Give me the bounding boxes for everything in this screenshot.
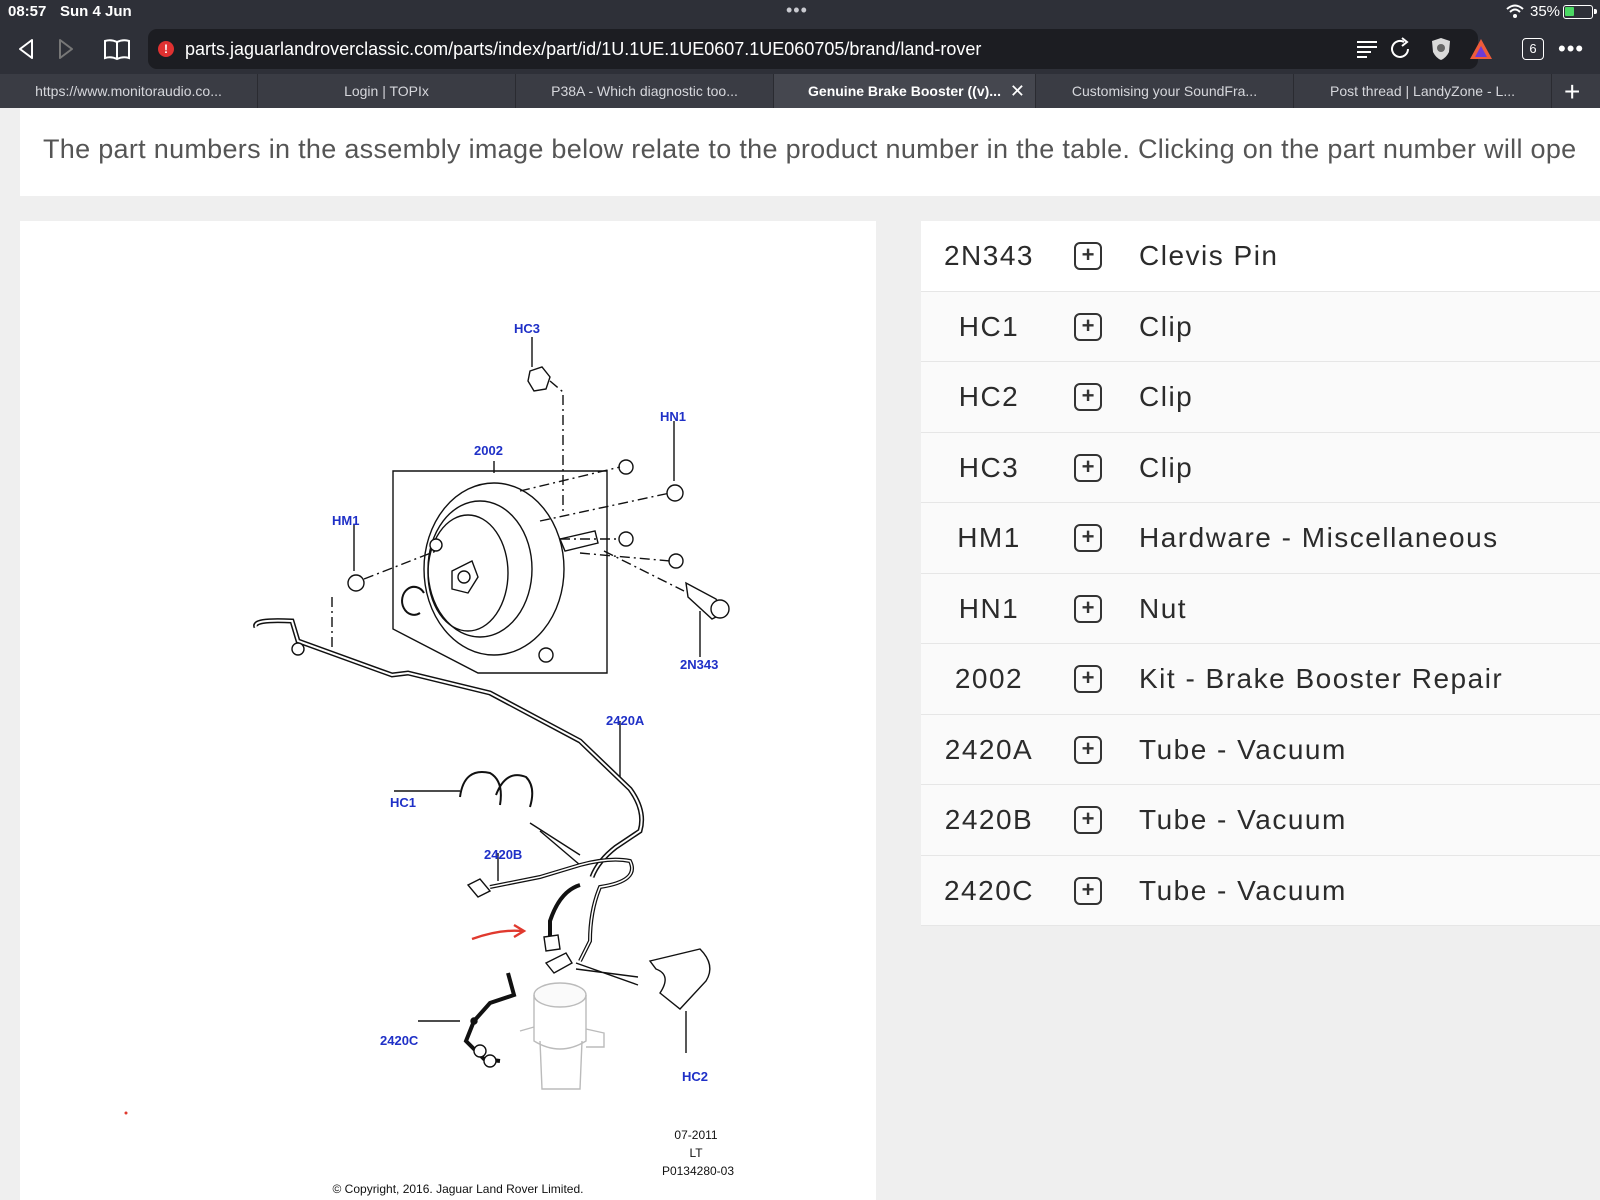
table-row[interactable]: 2420A + Tube - Vacuum [921,714,1600,785]
part-description: Clevis Pin [1139,240,1279,271]
label-hc3[interactable]: HC3 [514,321,540,336]
part-number-link[interactable]: 2002 [954,663,1024,694]
wifi-icon [1506,4,1524,18]
back-icon[interactable] [14,36,40,62]
table-row[interactable]: 2002 + Kit - Brake Booster Repair [921,644,1600,715]
part-number-link[interactable]: 2420A [944,733,1034,765]
lt-code: LT [689,1146,703,1160]
part-number-link[interactable]: HN1 [958,592,1020,624]
date-code: 07-2011 [674,1128,717,1142]
expand-plus-icon[interactable]: + [1074,312,1102,341]
label-2002[interactable]: 2002 [474,443,503,458]
tab-label: Customising your SoundFra... [1071,83,1258,99]
tab-topix[interactable]: Login | TOPIx [258,74,516,108]
tab-landyzone[interactable]: Post thread | LandyZone - L... [1294,74,1552,108]
new-tab-icon[interactable]: + [1564,76,1581,107]
table-row[interactable]: HC2 + Clip [921,362,1600,433]
forward-icon[interactable] [52,36,78,62]
battery-percent: 35% [1530,3,1561,20]
intro-panel: The part numbers in the assembly image b… [20,108,1600,196]
browser-toolbar: ! parts.jaguarlandroverclassic.com/parts… [0,26,1600,72]
status-date: Sun 4 Jun [60,3,132,20]
assembly-drawing: HC3 HN1 2002 HM1 2N343 2420A HC1 2420B 2… [124,321,734,1196]
url-text[interactable]: parts.jaguarlandroverclassic.com/parts/i… [185,39,982,59]
reload-icon[interactable] [1388,37,1414,61]
label-2n343[interactable]: 2N343 [680,657,718,672]
expand-plus-icon[interactable]: + [1074,594,1102,623]
tab-strip: https://www.monitoraudio.co... Login | T… [0,74,1600,108]
expand-plus-icon[interactable]: + [1074,806,1102,834]
part-description: Clip [1139,451,1194,483]
more-options-icon[interactable]: ••• [1558,36,1585,61]
copyright-text: © Copyright, 2016. Jaguar Land Rover Lim… [333,1182,584,1196]
expand-plus-icon[interactable]: + [1074,665,1102,693]
label-hn1[interactable]: HN1 [660,409,686,424]
tab-label: Genuine Brake Booster ((v)... [808,83,1001,99]
part-number-link[interactable]: HM1 [957,522,1021,553]
part-description: Tube - Vacuum [1139,733,1347,765]
table-row[interactable]: HC1 + Clip [921,291,1600,362]
tab-label: https://www.monitoraudio.co... [35,83,222,99]
address-bar[interactable]: ! parts.jaguarlandroverclassic.com/parts… [148,29,1492,69]
table-row[interactable]: 2420C + Tube - Vacuum [921,855,1600,926]
intro-text: The part numbers in the assembly image b… [43,134,1577,164]
browser-chrome: 08:57 Sun 4 Jun ••• 35% ! parts.jaguarla… [0,0,1600,108]
drawing-number: P0134280-03 [662,1164,734,1178]
close-tab-icon[interactable]: ✕ [1009,81,1025,101]
label-2420b[interactable]: 2420B [484,847,522,862]
label-2420a[interactable]: 2420A [606,713,645,728]
label-hc2[interactable]: HC2 [682,1069,708,1084]
part-number-link[interactable]: HC2 [958,381,1020,412]
multitask-dots-icon[interactable]: ••• [786,0,808,20]
part-number-link[interactable]: HC3 [958,451,1020,483]
expand-plus-icon[interactable]: + [1074,524,1102,552]
table-row[interactable]: HC3 + Clip [921,432,1600,503]
expand-plus-icon[interactable]: + [1074,876,1102,905]
status-time: 08:57 [8,3,47,20]
brave-rewards-icon[interactable] [1468,37,1494,61]
part-number-link[interactable]: 2420B [944,804,1034,835]
tab-soundframe[interactable]: Customising your SoundFra... [1036,74,1294,108]
tab-monitoraudio[interactable]: https://www.monitoraudio.co... [0,74,258,108]
tab-label: P38A - Which diagnostic too... [551,83,738,99]
table-row[interactable]: 2N343 + Clevis Pin [921,221,1600,292]
reader-mode-icon[interactable] [1354,37,1380,61]
label-hm1[interactable]: HM1 [332,513,359,528]
expand-plus-icon[interactable]: + [1074,242,1102,270]
expand-plus-icon[interactable]: + [1074,383,1102,411]
part-description: Tube - Vacuum [1139,874,1347,906]
part-description: Clip [1139,310,1194,342]
expand-plus-icon[interactable]: + [1074,453,1102,482]
tab-count-button[interactable]: 6 [1522,38,1544,60]
assembly-diagram: HC3 HN1 2002 HM1 2N343 2420A HC1 2420B 2… [20,221,876,1200]
insecure-warning-icon[interactable]: ! [158,41,174,57]
part-number-link[interactable]: 2N343 [943,240,1034,271]
part-description: Nut [1139,592,1188,624]
part-description: Tube - Vacuum [1139,804,1347,835]
part-description: Clip [1139,381,1194,412]
brave-shield-icon[interactable] [1428,37,1454,61]
part-description: Kit - Brake Booster Repair [1139,663,1504,694]
table-row[interactable]: 2420B + Tube - Vacuum [921,785,1600,856]
expand-plus-icon[interactable]: + [1074,735,1102,764]
tab-label: Post thread | LandyZone - L... [1330,83,1515,99]
battery-icon [1563,5,1597,19]
part-number-link[interactable]: HC1 [958,310,1020,342]
tab-label: Login | TOPIx [344,83,429,99]
tab-p38a[interactable]: P38A - Which diagnostic too... [516,74,774,108]
part-number-link[interactable]: 2420C [943,874,1034,906]
tab-brake-booster[interactable]: Genuine Brake Booster ((v)... ✕ [774,74,1036,108]
status-bar: 08:57 Sun 4 Jun ••• 35% [0,0,1600,24]
table-row[interactable]: HM1 + Hardware - Miscellaneous [921,503,1600,574]
label-2420c[interactable]: 2420C [380,1033,419,1048]
bookmarks-icon[interactable] [102,36,132,62]
label-hc1[interactable]: HC1 [390,795,416,810]
part-description: Hardware - Miscellaneous [1139,522,1499,553]
table-row[interactable]: HN1 + Nut [921,573,1600,644]
